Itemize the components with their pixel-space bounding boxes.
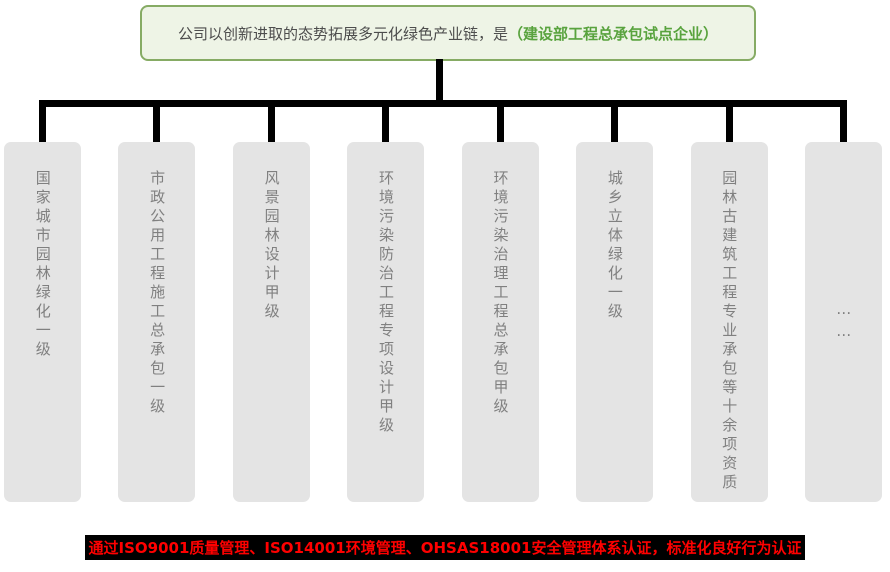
connector-drop	[839, 107, 847, 142]
qualification-node: 国家城市园林绿化一级	[4, 142, 81, 502]
connector-drop	[382, 107, 390, 142]
qualification-label: 市政公用工程施工总承包一级	[148, 170, 167, 417]
connector-drop	[39, 107, 46, 142]
qualification-column: 市政公用工程施工总承包一级	[118, 107, 196, 502]
root-node-highlight: （建设部工程总承包试点企业）	[508, 24, 719, 43]
qualification-label: 城乡立体绿化一级	[605, 170, 624, 322]
qualification-column: 风景园林设计甲级	[232, 107, 310, 502]
connector-drop	[725, 107, 733, 142]
qualification-label: 风景园林设计甲级	[262, 170, 281, 322]
qualification-node: 园林古建筑工程专业承包等十余项资质	[690, 142, 768, 502]
connector-stem	[436, 59, 443, 103]
qualification-column: 国家城市园林绿化一级	[4, 107, 81, 502]
qualification-node: 风景园林设计甲级	[232, 142, 310, 502]
qualification-label: 环境污染防治工程专项设计甲级	[377, 170, 396, 436]
qualification-node: 环境污染治理工程总承包甲级	[461, 142, 539, 502]
qualification-label: 园林古建筑工程专业承包等十余项资质	[720, 170, 739, 493]
connector-drop	[496, 107, 504, 142]
connector-bar	[39, 100, 847, 107]
qualification-node-ellipsis: ……	[804, 142, 882, 502]
qualification-node: 城乡立体绿化一级	[576, 142, 654, 502]
qualification-label: 环境污染治理工程总承包甲级	[491, 170, 510, 417]
qualification-column: 环境污染防治工程专项设计甲级	[347, 107, 425, 502]
certification-banner: 通过ISO9001质量管理、ISO14001环境管理、OHSAS18001安全管…	[84, 535, 806, 560]
qualification-node: 环境污染防治工程专项设计甲级	[347, 142, 425, 502]
qualification-column: 城乡立体绿化一级	[576, 107, 654, 502]
connector-drop	[153, 107, 161, 142]
certification-banner-row: 通过ISO9001质量管理、ISO14001环境管理、OHSAS18001安全管…	[0, 535, 890, 560]
qualification-column: 园林古建筑工程专业承包等十余项资质	[690, 107, 768, 502]
root-node-text: 公司以创新进取的态势拓展多元化绿色产业链，是	[177, 24, 508, 43]
qualification-columns: 国家城市园林绿化一级 市政公用工程施工总承包一级 风景园林设计甲级 环境污染防治…	[4, 107, 882, 502]
qualification-label: ……	[834, 300, 853, 344]
qualification-column: 环境污染治理工程总承包甲级	[461, 107, 539, 502]
connector-drop	[611, 107, 619, 142]
qualification-label: 国家城市园林绿化一级	[33, 170, 52, 360]
connector-drop	[267, 107, 275, 142]
qualification-node: 市政公用工程施工总承包一级	[118, 142, 196, 502]
root-node: 公司以创新进取的态势拓展多元化绿色产业链，是 （建设部工程总承包试点企业）	[140, 5, 756, 61]
qualification-column: ……	[804, 107, 882, 502]
